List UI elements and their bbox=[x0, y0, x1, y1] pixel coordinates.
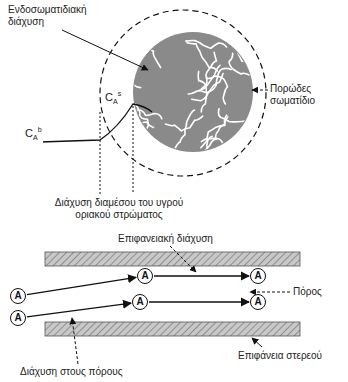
callout-label: Διάχυση διαμέσου του υγρού οριακού στρώμ… bbox=[44, 197, 194, 221]
molecule-label: A bbox=[141, 271, 148, 281]
dotted-line bbox=[100, 112, 101, 194]
molecule-label: A bbox=[136, 297, 143, 307]
callout-label: Ενδοσωματιδιακή διάχυση bbox=[8, 4, 103, 28]
leader-line bbox=[72, 318, 78, 364]
leader-line bbox=[170, 246, 196, 272]
pore bbox=[206, 144, 239, 166]
pore bbox=[96, 56, 134, 76]
molecule-label: A bbox=[14, 313, 21, 323]
pore bbox=[201, 138, 232, 161]
molecule-label: A bbox=[254, 271, 261, 281]
solid-wall bbox=[45, 252, 300, 266]
callout-label: Επιφάνεια στερεού bbox=[238, 350, 344, 362]
pore bbox=[175, 110, 195, 149]
pore-texture bbox=[96, 40, 268, 177]
solid-wall bbox=[45, 322, 300, 336]
concentration-label: CAs bbox=[104, 88, 122, 108]
molecule-label: A bbox=[14, 291, 21, 301]
concentration-label: CAb bbox=[24, 124, 43, 144]
dotted-line bbox=[133, 106, 134, 194]
callout-label: Πόρος bbox=[293, 286, 343, 298]
pore bbox=[206, 76, 227, 104]
molecule-circle: A bbox=[137, 268, 153, 284]
diffusion-arrow bbox=[27, 277, 136, 294]
pore bbox=[129, 47, 160, 67]
callout-label: Επιφανειακή διάχυση bbox=[118, 233, 238, 245]
pore bbox=[229, 53, 257, 81]
pore bbox=[188, 65, 220, 94]
molecule-label: A bbox=[254, 297, 261, 307]
leader-line bbox=[250, 292, 290, 293]
pore bbox=[238, 45, 268, 62]
pore bbox=[124, 62, 141, 87]
callout-label: Διάχυση στους πόρους bbox=[20, 366, 160, 378]
pore bbox=[165, 116, 202, 131]
molecule-circle: A bbox=[250, 294, 266, 310]
molecule-circle: A bbox=[10, 310, 26, 326]
porous-particle bbox=[133, 32, 253, 152]
leader-line bbox=[252, 338, 262, 347]
concentration-profile bbox=[40, 104, 152, 142]
leader-line bbox=[62, 30, 148, 70]
diffusion-arrow bbox=[149, 301, 249, 302]
molecule-circle: A bbox=[250, 268, 266, 284]
leader-line bbox=[252, 90, 268, 91]
pore bbox=[198, 72, 206, 112]
molecule-circle: A bbox=[132, 294, 148, 310]
pore bbox=[134, 122, 154, 143]
diffusion-arrow bbox=[27, 303, 131, 317]
molecule-circle: A bbox=[10, 288, 26, 304]
diffusion-arrow bbox=[154, 275, 249, 276]
boundary-layer bbox=[100, 10, 266, 176]
pore bbox=[204, 115, 227, 152]
callout-label: Πορώδες σωματίδιο bbox=[270, 83, 346, 107]
pore bbox=[186, 40, 227, 48]
